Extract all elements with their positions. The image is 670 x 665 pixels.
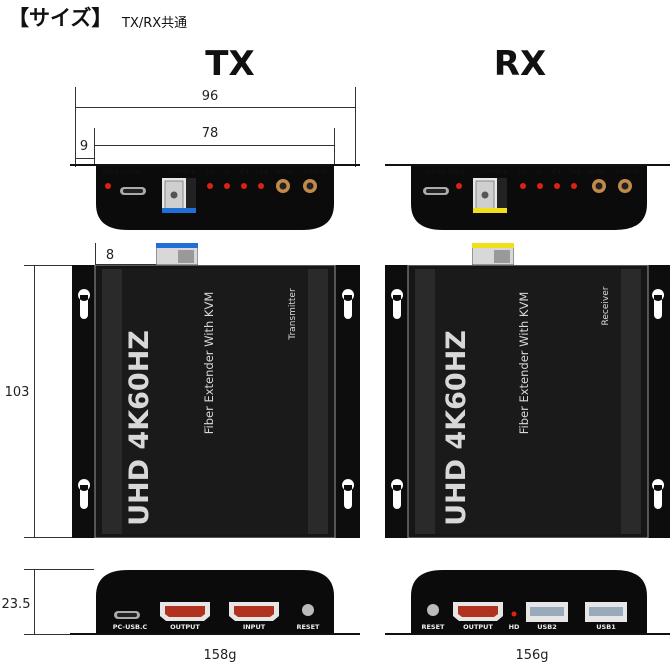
dim-9-label: 9: [79, 139, 89, 154]
rx-desc-label: Fiber Extender With KVM: [517, 291, 531, 435]
rx-rear-label-usb1: USB1: [596, 623, 616, 631]
tx-weight: 158g: [203, 648, 237, 663]
rx-label-irin: IR/IN: [588, 167, 606, 175]
rx-rear-label-reset: RESET: [421, 623, 445, 631]
tx-label-irout: IR/OUT: [302, 167, 328, 175]
dim-78-label: 78: [201, 126, 219, 141]
rx-label-v: V: [536, 167, 542, 175]
dim-guide-inner-left: [94, 128, 95, 166]
rx-top-view: [385, 265, 670, 538]
dim-guide-inner-right: [334, 128, 335, 166]
tx-rear-panel: [70, 570, 360, 635]
tx-desc-label: Fiber Extender With KVM: [202, 291, 216, 435]
dim-guide-23-top: [24, 569, 94, 570]
rx-rear-label-usb2: USB2: [537, 623, 557, 631]
rx-label-fiber: Fiber.LC: [477, 167, 507, 175]
section-subtitle: TX/RX共通: [122, 16, 188, 31]
rx-front-panel: [385, 164, 670, 230]
dim-guide-103-top: [24, 265, 72, 266]
tx-label-v: V: [224, 167, 230, 175]
dim-line-103: [34, 265, 35, 538]
rx-label-irout: IR/OUT: [614, 167, 640, 175]
tx-rear-label-reset: RESET: [296, 623, 320, 631]
tx-label-irin: IR/IN: [275, 167, 293, 175]
section-title: 【サイズ】: [8, 6, 113, 30]
dim-8-label: 8: [105, 248, 115, 263]
dim-guide-103-bottom: [24, 537, 72, 538]
rx-model-label: UHD 4K60HZ: [441, 330, 472, 526]
dim-guide-left: [75, 87, 76, 167]
rx-role-label: Receiver: [601, 286, 611, 326]
rx-rear-label-hd: HD: [508, 623, 520, 631]
tx-role-label: Transmitter: [288, 288, 298, 340]
rx-label-fpl: FPL: [567, 167, 581, 175]
rx-label-pwr: PWR DC5V: [425, 167, 465, 175]
tx-front-panel: [70, 164, 360, 230]
rx-label-fx: FX: [551, 167, 561, 175]
dim-guide-right: [355, 87, 356, 167]
dim-guide-8-left: [95, 243, 96, 267]
dim-23-label: 23.5: [1, 597, 31, 612]
rx-label-v1: V1: [517, 167, 527, 175]
rx-fiber-module: [472, 243, 514, 265]
tx-rear-label-output: OUTPUT: [170, 623, 200, 631]
tx-title: TX: [205, 44, 255, 84]
rx-rear-panel: [385, 570, 670, 635]
rx-title: RX: [493, 44, 547, 84]
tx-top-view: [72, 265, 360, 538]
tx-label-dc5v: DC5V PWR: [101, 167, 141, 175]
tx-label-fpl: FPL: [254, 167, 268, 175]
dim-guide-23-bottom: [24, 634, 94, 635]
dim-line-23: [34, 569, 35, 635]
tx-label-v1: V1: [205, 167, 215, 175]
tx-fiber-module: [156, 243, 198, 265]
dim-96-label: 96: [201, 89, 219, 104]
tx-label-fiber: Fiber.LC: [165, 167, 195, 175]
dim-line-9: [75, 158, 95, 159]
dim-103-label: 103: [4, 385, 30, 400]
dim-line-78: [94, 145, 335, 146]
rx-weight: 156g: [515, 648, 549, 663]
tx-label-fx: FX: [239, 167, 249, 175]
tx-rear-label-usbc: PC-USB.C: [112, 623, 148, 631]
dim-line-96: [75, 107, 356, 108]
tx-rear-label-input: INPUT: [242, 623, 266, 631]
rx-rear-label-output: OUTPUT: [463, 623, 493, 631]
tx-model-label: UHD 4K60HZ: [124, 330, 155, 526]
